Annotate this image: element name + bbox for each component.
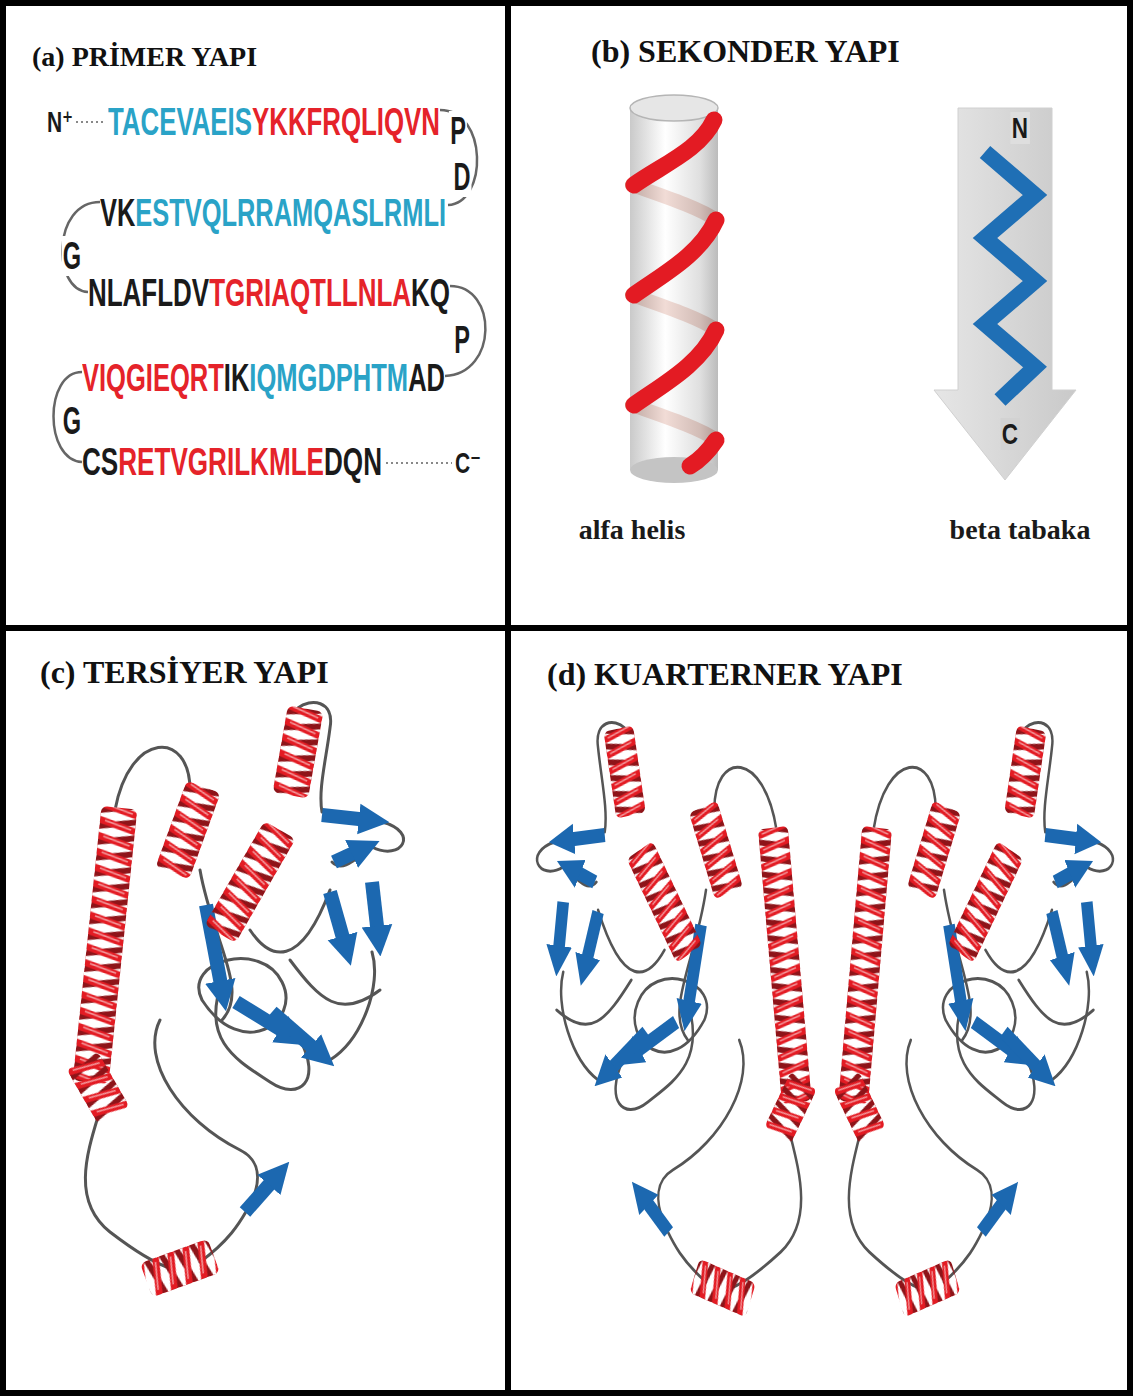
figure-part [630, 95, 718, 121]
amino-acid-segment: IQMGDPHTM [249, 357, 408, 399]
amino-acid: G [62, 236, 83, 276]
tertiary-panel: (c) TERSİYER YAPI [0, 625, 511, 1396]
panel-heading: (c) TERSİYER YAPI [40, 655, 329, 690]
quaternary-ribbon-right [833, 723, 1113, 1318]
sequence-row: VKESTVQLRRAMQASLRMLI [100, 194, 446, 232]
sequence-row: NLAFLDVTGRIAQTLLNLAKQ [88, 274, 450, 312]
figure-part [634, 220, 716, 295]
figure-part [985, 152, 1035, 400]
amino-acid: P [449, 111, 467, 151]
figure-part [440, 110, 477, 205]
amino-acid-segment: VK [100, 192, 135, 234]
amino-acid-segment: RETVGRILKMLE [118, 441, 324, 483]
chain-loops [54, 110, 486, 462]
figure-part [445, 286, 485, 376]
figure-part [934, 108, 1076, 480]
figure-part [634, 120, 714, 185]
figure-part [386, 462, 452, 464]
figure-caption: alfa helis [577, 515, 688, 545]
amino-acid-segment: VIQGIEQRT [82, 357, 224, 399]
amino-acid-segment: KQ [411, 272, 450, 314]
amino-acid-segment: AD [408, 357, 445, 399]
primary-panel: (a) PRİMER YAPI [0, 0, 511, 631]
amino-acid-segment: TACEVAEIS [108, 101, 252, 143]
figure-part [634, 330, 716, 405]
quaternary-panel: (d) KUARTERNER YAPI [505, 625, 1133, 1396]
figure-part [634, 120, 716, 466]
amino-acid: P [453, 320, 471, 360]
figure-part [630, 108, 718, 470]
figure-part [690, 440, 716, 466]
figure-part [76, 121, 105, 123]
figure-part [54, 372, 83, 462]
c-terminus: C [1000, 418, 1019, 450]
chain-ends [76, 122, 452, 463]
amino-acid-segment: NLAFLDV [88, 272, 209, 314]
figure-caption: beta tabaka [948, 515, 1093, 545]
panel-heading: (b) SEKONDER YAPI [591, 34, 900, 69]
amino-acid-segment: TGRIAQTLLNLA [209, 272, 411, 314]
amino-acid-segment: YKKFRQLIQVN [252, 101, 440, 143]
sequence-row: TACEVAEISYKKFRQLIQVN [108, 103, 440, 141]
amino-acid-segment: DQN [324, 441, 382, 483]
amino-acid: D [452, 157, 472, 197]
n-terminus: N [1010, 112, 1029, 144]
amino-acid: G [62, 401, 83, 441]
quaternary-ribbon-left [537, 723, 817, 1318]
sequence-row: CSRETVGRILKMLEDQN [82, 443, 382, 481]
beta-sheet-figure [934, 108, 1076, 480]
n-terminus: N⁺ [45, 106, 74, 138]
amino-acid-segment: IK [224, 357, 250, 399]
amino-acid-segment: ESTVQLRRAMQASLRMLI [135, 192, 446, 234]
panel-heading: (d) KUARTERNER YAPI [547, 657, 903, 692]
c-terminus: C⁻ [453, 447, 482, 479]
panel-heading: (a) PRİMER YAPI [32, 42, 257, 73]
tertiary-ribbon [66, 703, 403, 1298]
sequence-row: VIQGIEQRTIKIQMGDPHTMAD [82, 359, 445, 397]
amino-acid-segment: CS [82, 441, 118, 483]
alpha-helix-figure [630, 95, 718, 483]
